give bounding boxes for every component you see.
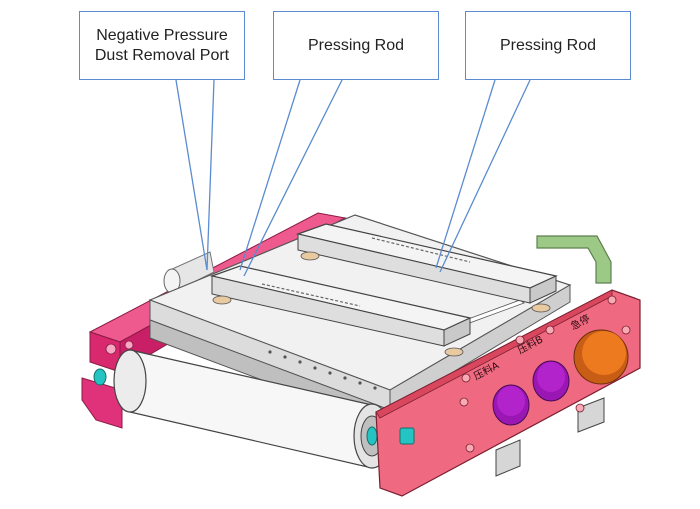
callout-pressing-rod-2: Pressing Rod [465, 11, 631, 80]
callout-line: Pressing Rod [499, 36, 597, 54]
callout-line: Pressing Rod [307, 36, 405, 54]
indicator-light-icon [399, 427, 415, 445]
pressing-rod-front [209, 265, 472, 357]
support-feet [495, 397, 605, 477]
green-bracket [536, 235, 612, 284]
button-a-icon [492, 384, 530, 426]
callout-pressing-rod-1: Pressing Rod [273, 11, 439, 80]
callout-line: Negative Pressure [96, 26, 228, 44]
pressing-rod-back [295, 223, 558, 313]
front-control-panel [375, 289, 641, 497]
button-b-icon [532, 360, 570, 402]
emergency-stop-icon [573, 329, 629, 385]
callout-line: Dust Removal Port [94, 46, 230, 64]
leader-lines [175, 79, 531, 277]
callout-dust-removal-port: Negative Pressure Dust Removal Port [79, 11, 245, 80]
